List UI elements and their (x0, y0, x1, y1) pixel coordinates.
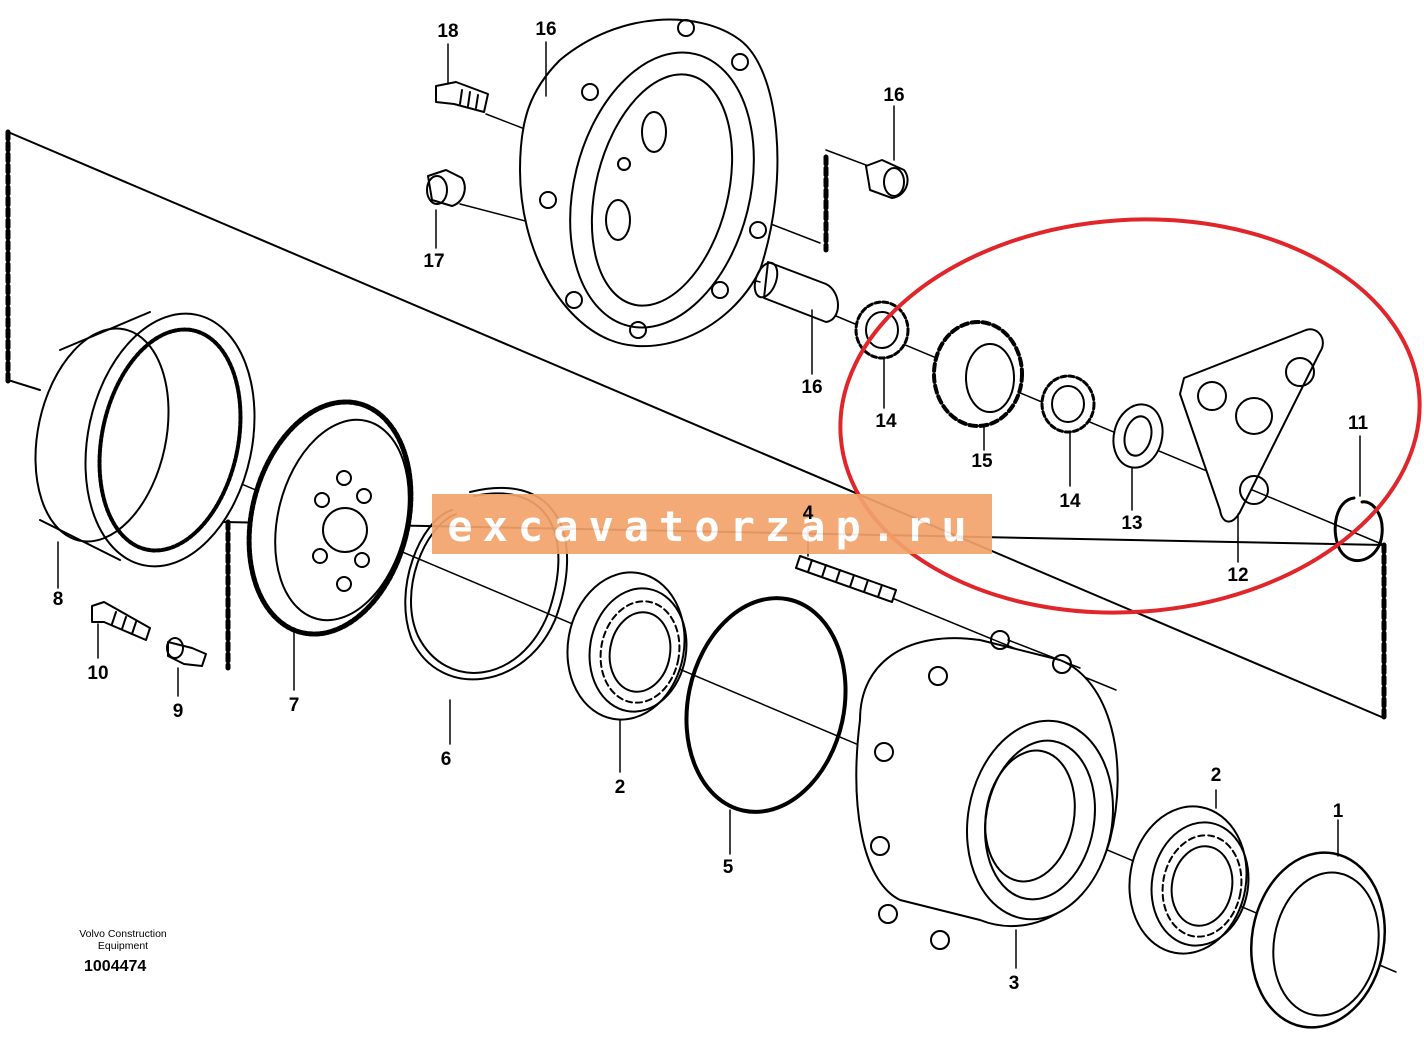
gear-carrier (246, 399, 414, 637)
callout-4: 4 (802, 503, 814, 524)
callout-2-left: 2 (614, 777, 626, 798)
bolt (91, 601, 151, 641)
stud (795, 555, 897, 603)
callout-14-left: 14 (875, 411, 897, 432)
callout-15: 15 (971, 451, 993, 472)
callout-5: 5 (722, 857, 734, 878)
callout-16-cover: 16 (535, 19, 557, 40)
publisher-label: Volvo Construction Equipment (79, 928, 167, 952)
pin (753, 261, 839, 323)
callout-12: 12 (1227, 565, 1249, 586)
drawing-number: 1004474 (84, 958, 147, 975)
planet-gear-2 (1040, 374, 1096, 434)
callout-16-plug: 16 (883, 85, 905, 106)
ring-gear (34, 311, 256, 568)
plug (426, 169, 466, 207)
watermark: excavatorzap.ru (432, 494, 992, 554)
callout-2-right: 2 (1210, 765, 1222, 786)
callout-1: 1 (1332, 801, 1344, 822)
highlight-ellipse (838, 217, 1422, 615)
callout-11: 11 (1347, 413, 1369, 434)
hub (855, 630, 1119, 950)
watermark-text: excavatorzap.ru (447, 502, 977, 551)
callout-6: 6 (440, 749, 452, 770)
roller-bearing-left (566, 571, 688, 721)
sun-gear (932, 320, 1024, 428)
cover (519, 18, 779, 348)
callout-7: 7 (288, 695, 300, 716)
plate (1179, 328, 1324, 523)
callout-10: 10 (87, 663, 109, 684)
o-ring (684, 596, 848, 814)
callout-13: 13 (1121, 513, 1143, 534)
callout-16-pin: 16 (801, 377, 823, 398)
callout-3: 3 (1008, 973, 1020, 994)
callout-9: 9 (172, 701, 184, 722)
seal (1249, 851, 1387, 1029)
washer (1112, 403, 1164, 469)
callout-8: 8 (52, 589, 64, 610)
bushing (166, 637, 207, 667)
dashed-brackets (5, 129, 1387, 721)
roller-bearing-right (1128, 805, 1250, 955)
callout-18: 18 (437, 21, 459, 42)
plug-top (865, 159, 909, 199)
callout-17: 17 (423, 251, 445, 272)
screw (435, 81, 489, 113)
callout-14-right: 14 (1059, 491, 1081, 512)
